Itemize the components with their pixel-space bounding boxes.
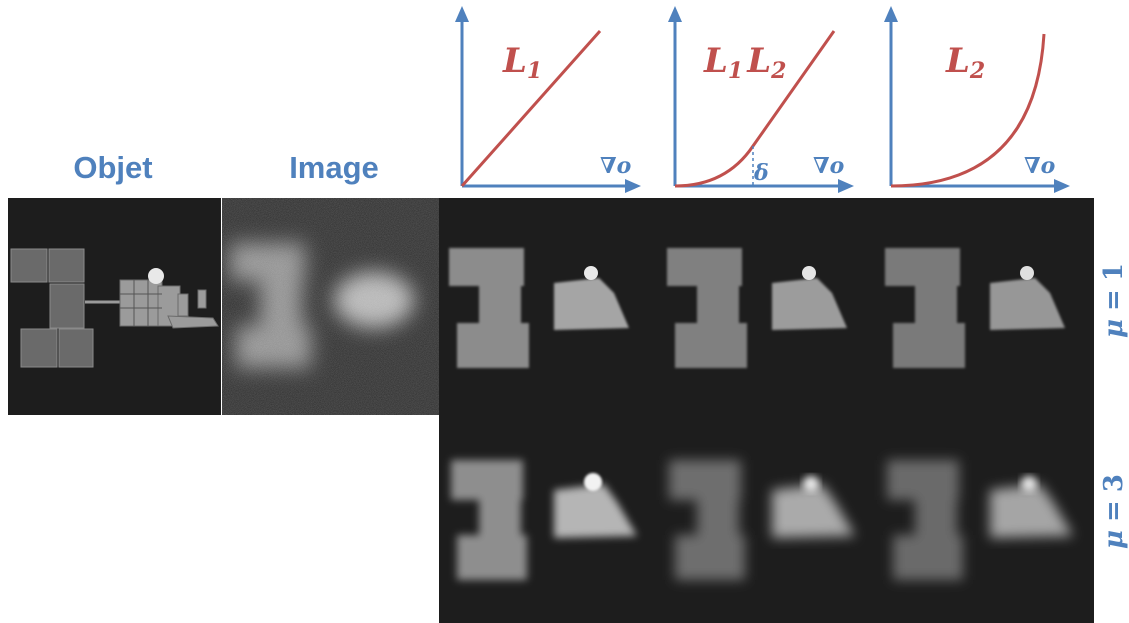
y-axis-arrow-icon [668, 6, 682, 22]
x-axis-arrow-icon [625, 179, 641, 193]
plot-l1: L1 ∇o [443, 0, 643, 200]
reconstruction-mu1-l2 [885, 248, 1065, 368]
reconstruction-mu3-l1 [451, 460, 637, 580]
curve-l1l2 [674, 30, 836, 188]
threshold-label: δ [753, 160, 769, 186]
row-label-mu1: μ=1 [1092, 226, 1129, 376]
curve-l2 [890, 33, 1046, 188]
svg-text:μ=1: μ=1 [1099, 263, 1129, 338]
axis-label: ∇o [813, 153, 844, 179]
axis-label: ∇o [1024, 153, 1055, 179]
row-label-mu3: μ=3 [1092, 437, 1129, 587]
curve-label: L2 [945, 41, 985, 84]
reconstruction-grid [439, 198, 1094, 623]
reconstruction-mu1-l1l2 [667, 248, 847, 368]
plot-l2: L2 ∇o [872, 0, 1072, 200]
column-label-image: Image [289, 150, 379, 185]
reconstruction-mu3-l1l2 [669, 460, 855, 580]
y-axis-arrow-icon [884, 6, 898, 22]
object-panel [8, 198, 221, 415]
blurred-image-panel [222, 198, 439, 415]
reconstruction-mu1-l1 [449, 248, 629, 368]
svg-text:μ=3: μ=3 [1099, 474, 1129, 549]
curve-l1 [460, 30, 602, 187]
reconstruction-mu3-l2 [887, 460, 1073, 580]
x-axis-arrow-icon [838, 179, 854, 193]
column-label-object: Objet [73, 150, 153, 185]
axis-label: ∇o [600, 153, 631, 179]
y-axis-arrow-icon [455, 6, 469, 22]
antenna-dish [148, 268, 164, 284]
x-axis-arrow-icon [1054, 179, 1070, 193]
satellite-object-image [10, 248, 219, 368]
noisy-blurred-image [222, 198, 439, 415]
curve-label: L1 [502, 41, 542, 84]
